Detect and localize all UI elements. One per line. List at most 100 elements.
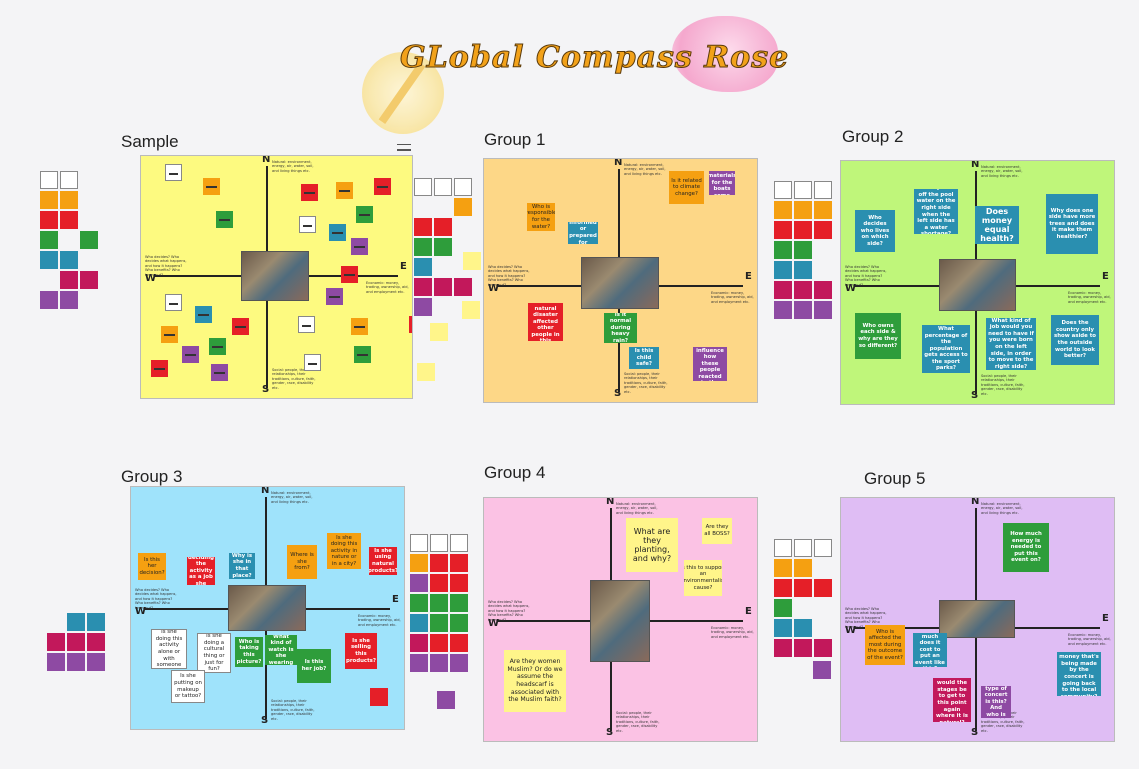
sticky-note[interactable]: How much money that's being made by the …: [1057, 652, 1101, 696]
color-swatch-orange[interactable]: [794, 559, 812, 577]
sticky-note[interactable]: What are they planting, and why?: [626, 518, 678, 572]
sticky-note[interactable]: Why is she in that place?: [229, 553, 255, 579]
color-swatch-white[interactable]: [774, 539, 792, 557]
sticky-note[interactable]: Is she doing this activity alone or with…: [151, 629, 187, 669]
sticky-note[interactable]: Are they women Muslim? Or do we assume t…: [504, 650, 566, 712]
sticky-square[interactable]: [165, 294, 182, 311]
sticky-note[interactable]: Does money equal health?: [975, 206, 1019, 244]
color-swatch-red[interactable]: [774, 579, 792, 597]
sticky-square[interactable]: [326, 288, 343, 305]
sticky-square[interactable]: [216, 211, 233, 228]
sticky-note[interactable]: Is deciding the activity as a job she ha…: [187, 557, 215, 585]
color-swatch-magenta[interactable]: [47, 633, 65, 651]
sticky-note[interactable]: Who is taking this picture?: [235, 637, 263, 667]
color-swatch-white[interactable]: [430, 534, 448, 552]
color-swatch-red[interactable]: [430, 634, 448, 652]
sticky-square[interactable]: [336, 182, 353, 199]
color-swatch-white[interactable]: [450, 534, 468, 552]
color-swatch-yellow[interactable]: [430, 323, 448, 341]
color-swatch-purple[interactable]: [67, 653, 85, 671]
sticky-note[interactable]: Do they shut off the pool water on the r…: [914, 189, 958, 234]
color-swatch-orange[interactable]: [774, 559, 792, 577]
color-swatch-magenta[interactable]: [434, 278, 452, 296]
color-swatch-red[interactable]: [414, 218, 432, 236]
sticky-square[interactable]: [161, 326, 178, 343]
sticky-square[interactable]: [351, 238, 368, 255]
color-swatch-orange[interactable]: [454, 198, 472, 216]
sticky-square[interactable]: [354, 346, 371, 363]
sticky-square[interactable]: [341, 266, 358, 283]
sticky-note[interactable]: Is she doing this activity in nature or …: [327, 533, 361, 569]
sticky-note[interactable]: Who is affected the most during the outc…: [865, 625, 905, 665]
color-swatch-red[interactable]: [794, 579, 812, 597]
sticky-note[interactable]: What would the stages be to get to this …: [933, 678, 971, 722]
sticky-note[interactable]: Is she selling this products?: [345, 633, 377, 669]
color-swatch-green[interactable]: [450, 614, 468, 632]
color-swatch-white[interactable]: [814, 181, 832, 199]
color-swatch-magenta[interactable]: [454, 278, 472, 296]
sticky-note[interactable]: Is she putting on makeup or tattoo?: [171, 670, 205, 703]
color-swatch-green[interactable]: [450, 594, 468, 612]
sticky-square[interactable]: [151, 360, 168, 377]
color-swatch-red[interactable]: [774, 221, 792, 239]
color-swatch-yellow[interactable]: [462, 301, 480, 319]
sticky-note[interactable]: Who decides who lives on which side?: [855, 210, 895, 252]
color-swatch-red[interactable]: [450, 574, 468, 592]
sticky-note[interactable]: Is she using natural products?: [369, 547, 397, 575]
color-swatch-purple[interactable]: [410, 654, 428, 672]
color-swatch-green[interactable]: [80, 231, 98, 249]
color-swatch-red[interactable]: [450, 554, 468, 572]
color-swatch-red[interactable]: [430, 574, 448, 592]
color-swatch-magenta[interactable]: [80, 271, 98, 289]
color-swatch-teal[interactable]: [414, 258, 432, 276]
color-swatch-teal[interactable]: [794, 619, 812, 637]
color-swatch-white[interactable]: [814, 539, 832, 557]
color-swatch-purple[interactable]: [47, 653, 65, 671]
color-swatch-red[interactable]: [434, 218, 452, 236]
color-swatch-magenta[interactable]: [814, 281, 832, 299]
color-swatch-white[interactable]: [60, 171, 78, 189]
color-swatch-magenta[interactable]: [794, 639, 812, 657]
sticky-note[interactable]: Is it related to climate change?: [669, 171, 704, 204]
color-swatch-green[interactable]: [430, 594, 448, 612]
sticky-note[interactable]: What kind of watch is she wearing: [265, 635, 297, 665]
color-swatch-white[interactable]: [794, 539, 812, 557]
color-swatch-purple[interactable]: [814, 301, 832, 319]
color-swatch-green[interactable]: [410, 594, 428, 612]
sticky-square[interactable]: [356, 206, 373, 223]
sticky-note[interactable]: Is it normal during heavy rain?: [604, 313, 637, 343]
color-swatch-magenta[interactable]: [814, 639, 832, 657]
sticky-square[interactable]: [299, 216, 316, 233]
sticky-square[interactable]: [329, 224, 346, 241]
color-swatch-orange[interactable]: [794, 201, 812, 219]
color-swatch-purple[interactable]: [813, 661, 831, 679]
color-swatch-yellow[interactable]: [463, 252, 481, 270]
sticky-note[interactable]: Who is responsible for the water?: [527, 203, 555, 231]
color-swatch-red[interactable]: [370, 688, 388, 706]
sticky-note[interactable]: Who owns each side & why are they so dif…: [855, 313, 901, 359]
color-swatch-magenta[interactable]: [60, 271, 78, 289]
sticky-square[interactable]: [211, 364, 228, 381]
sticky-note[interactable]: What kind of job would you need to have …: [986, 318, 1036, 370]
color-swatch-white[interactable]: [414, 178, 432, 196]
color-swatch-orange[interactable]: [40, 191, 58, 209]
color-swatch-green[interactable]: [434, 238, 452, 256]
sticky-square[interactable]: [301, 184, 318, 201]
color-swatch-red[interactable]: [60, 211, 78, 229]
sticky-square[interactable]: [298, 316, 315, 333]
sticky-square[interactable]: [165, 164, 182, 181]
sticky-note[interactable]: What type of concert is this? And who is…: [981, 686, 1011, 718]
color-swatch-purple[interactable]: [60, 291, 78, 309]
color-swatch-purple[interactable]: [430, 654, 448, 672]
color-swatch-green[interactable]: [430, 614, 448, 632]
color-swatch-magenta[interactable]: [774, 639, 792, 657]
color-swatch-magenta[interactable]: [794, 281, 812, 299]
color-swatch-green[interactable]: [414, 238, 432, 256]
color-swatch-magenta[interactable]: [410, 634, 428, 652]
sticky-note[interactable]: Where do the materials for the boats com…: [709, 171, 735, 195]
sticky-note[interactable]: Is this child safe?: [629, 347, 659, 369]
color-swatch-purple[interactable]: [410, 574, 428, 592]
color-swatch-orange[interactable]: [774, 201, 792, 219]
color-swatch-teal[interactable]: [774, 619, 792, 637]
